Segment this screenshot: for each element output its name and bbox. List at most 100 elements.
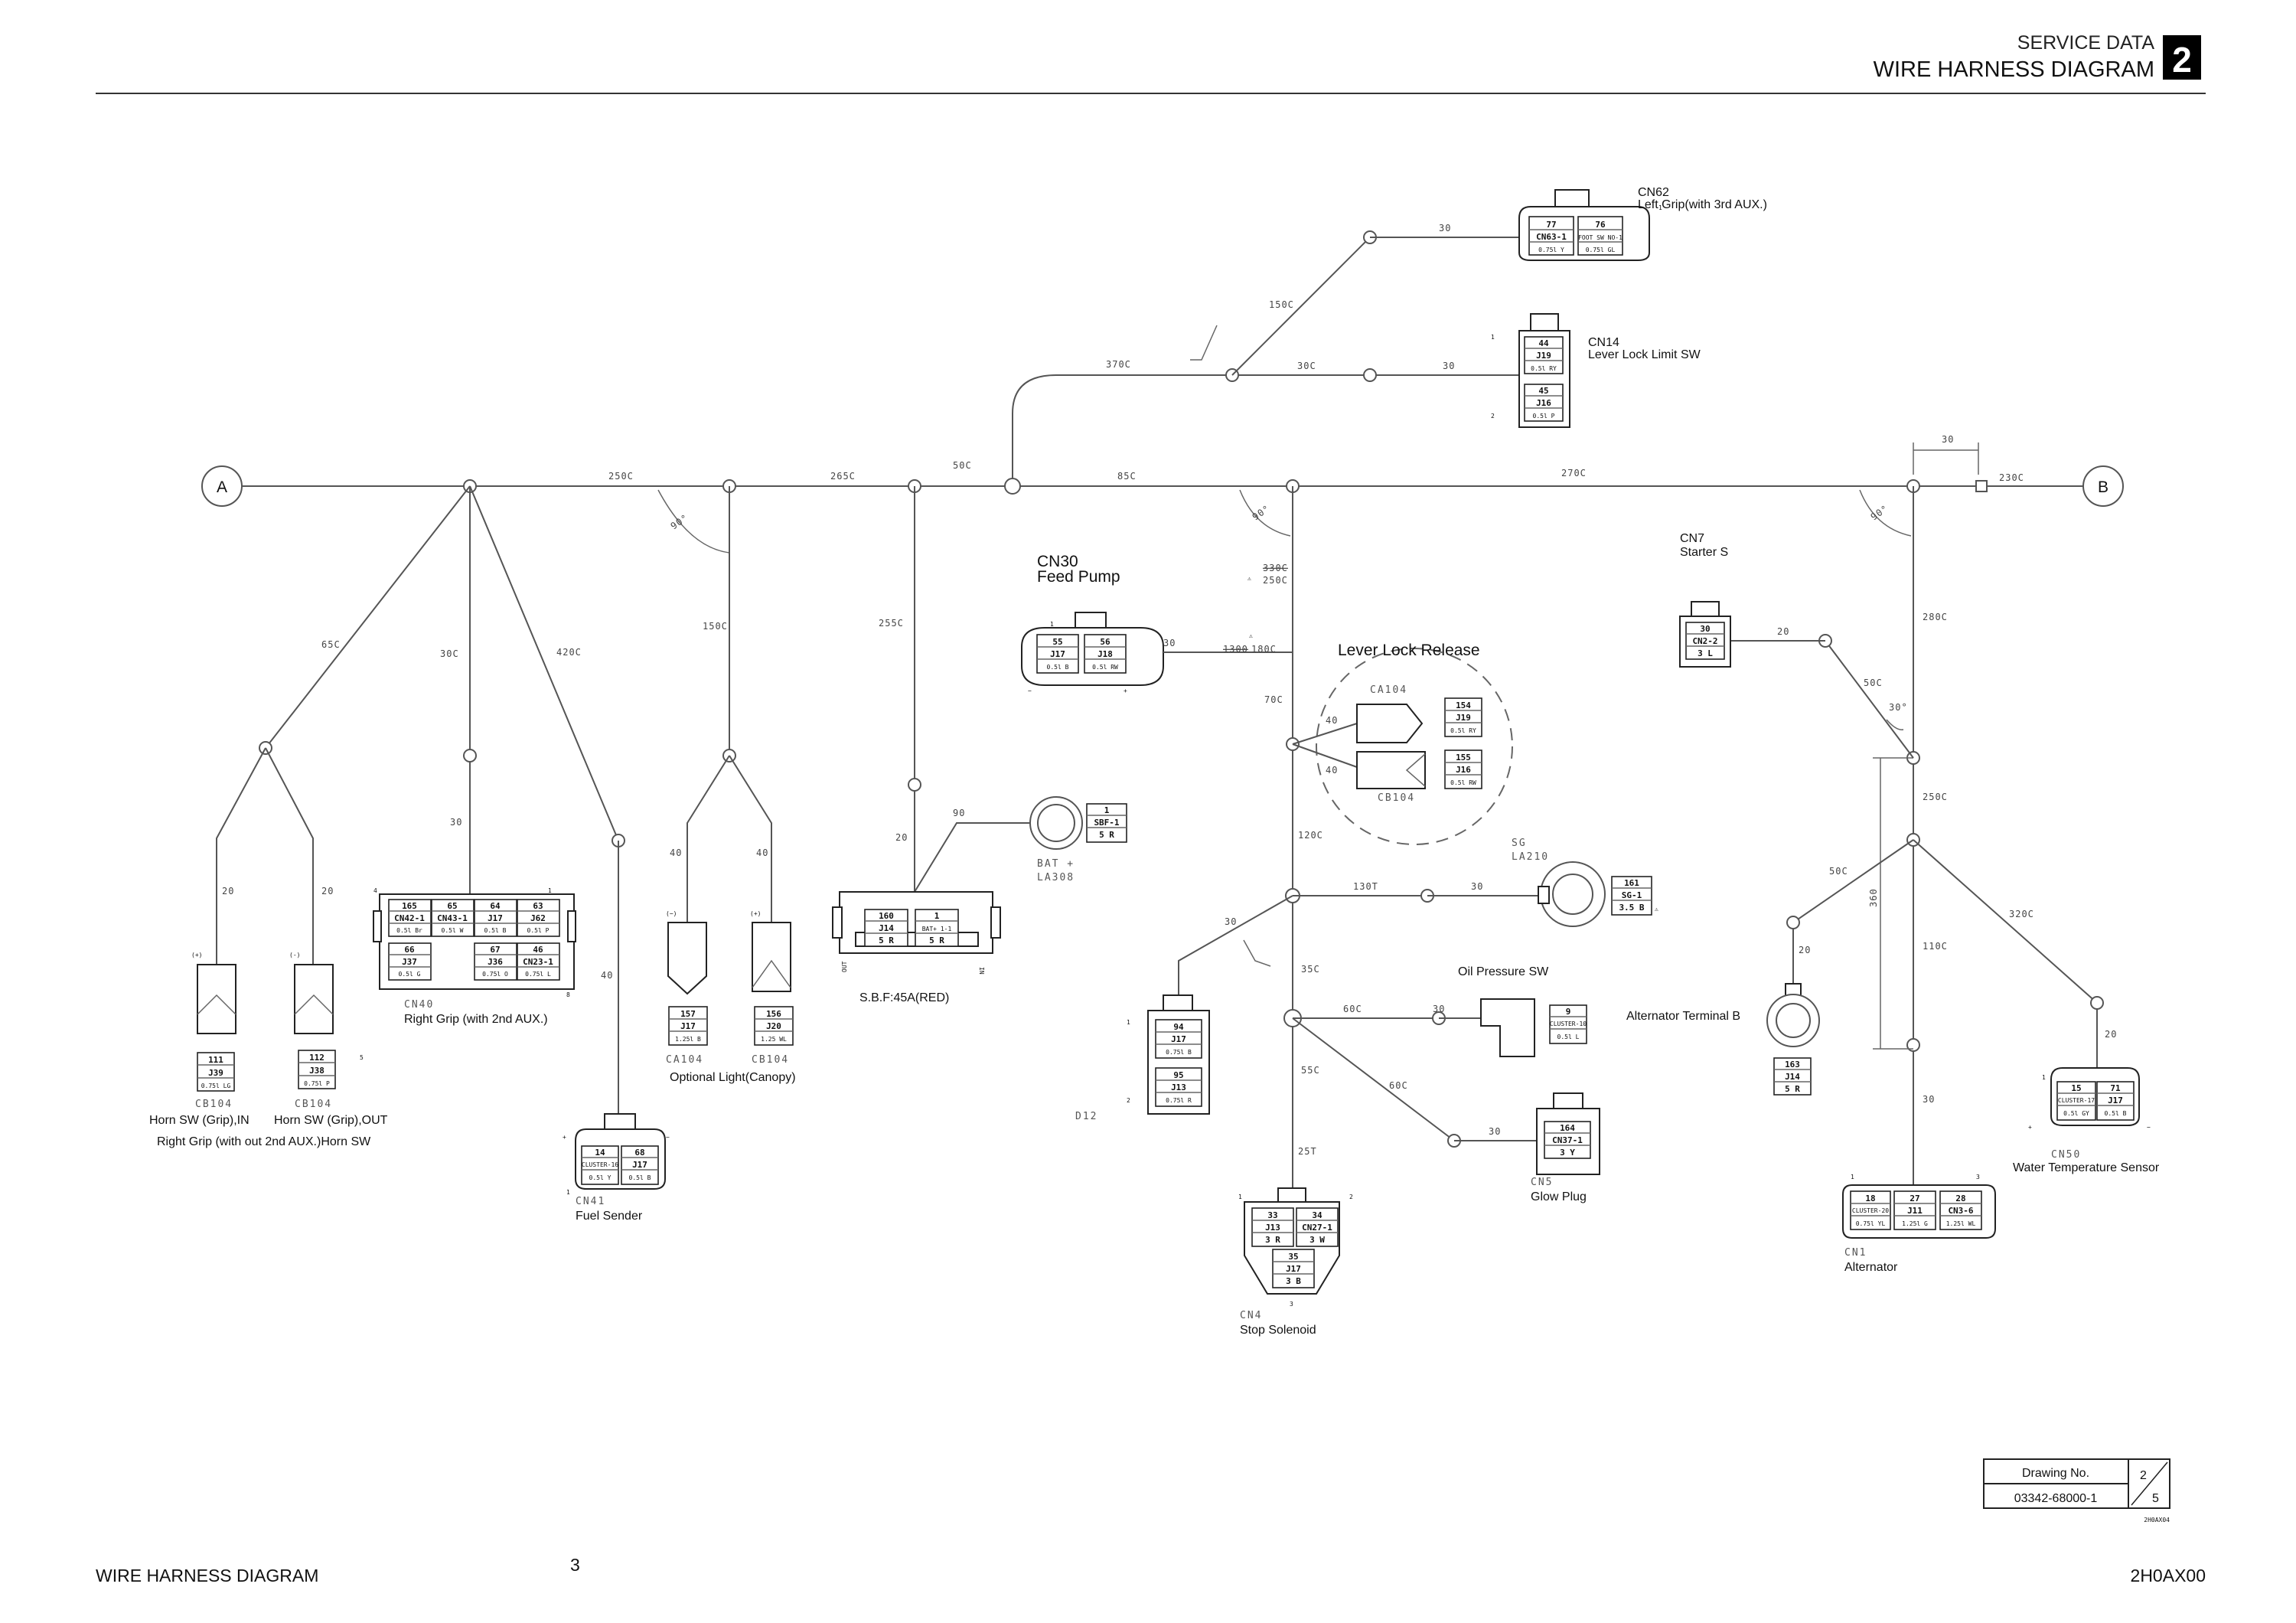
svg-text:3 L: 3 L [1698,648,1713,658]
svg-text:420C: 420C [556,647,582,658]
svg-text:5 R: 5 R [1099,830,1114,840]
svg-text:55C: 55C [1301,1065,1320,1076]
svg-text:+: + [563,1134,566,1141]
cn30-connector: 55 J17 0.5l B 56 J18 0.5l RW 1 − + 30 13… [1021,553,1293,694]
svg-text:30: 30 [1700,624,1710,634]
sheet-number: 2 [2140,1469,2147,1482]
svg-text:90°: 90° [1251,503,1272,523]
svg-text:360: 360 [1868,888,1879,907]
svg-text:0.5l P: 0.5l P [527,927,550,934]
main-trunk: A B 250C 265C 50C 85C 270C 230C 30 [201,434,2124,507]
svg-text:3.5 B: 3.5 B [1619,903,1644,913]
chapter-badge [2163,35,2201,80]
svg-text:CN37-1: CN37-1 [1552,1135,1583,1145]
svg-text:⚠: ⚠ [1655,906,1658,913]
svg-text:0.5l B: 0.5l B [629,1174,651,1181]
light-ca-code: CA104 [666,1054,703,1066]
sheet-total: 5 [2152,1492,2159,1505]
svg-text:71: 71 [2110,1083,2121,1093]
svg-text:CLUSTER-10: CLUSTER-10 [1550,1020,1587,1027]
svg-text:1.25 WL: 1.25 WL [761,1036,787,1043]
svg-text:2: 2 [1491,413,1495,420]
svg-text:85C: 85C [1117,471,1137,482]
svg-text:150C: 150C [1269,299,1294,310]
svg-text:J14: J14 [879,923,894,933]
svg-text:64: 64 [490,901,501,911]
cn4-name: Stop Solenoid [1240,1324,1316,1337]
horn-out-code: CB104 [295,1099,332,1110]
svg-text:14: 14 [595,1148,605,1158]
svg-text:27: 27 [1910,1194,1919,1203]
alt-b-name: Alternator Terminal B [1626,1010,1740,1023]
chapter-number: 2 [2172,40,2192,80]
svg-text:0.5l W: 0.5l W [442,927,464,934]
end-a-circle [201,465,243,507]
svg-text:20: 20 [321,886,334,896]
svg-text:J13: J13 [1171,1083,1186,1092]
svg-text:0.75l P: 0.75l P [304,1080,330,1087]
svg-text:0.75l O: 0.75l O [482,971,508,978]
cn14-code: CN14 [1588,336,1619,349]
svg-text:40: 40 [601,970,613,981]
svg-text:34: 34 [1312,1210,1322,1220]
svg-text:370C: 370C [1106,359,1131,370]
svg-text:CN2-2: CN2-2 [1692,636,1717,646]
svg-text:3: 3 [1976,1174,1980,1181]
svg-text:0.5l RW: 0.5l RW [1092,664,1118,671]
svg-text:120C: 120C [1298,830,1323,841]
svg-text:1: 1 [1491,334,1495,341]
svg-text:J16: J16 [1536,398,1551,408]
svg-text:J19: J19 [1456,713,1471,723]
svg-text:0.5l RY: 0.5l RY [1531,365,1557,372]
cn1-name: Alternator [1844,1261,1898,1274]
svg-text:(−): (−) [666,910,677,917]
svg-text:1: 1 [548,887,552,894]
svg-text:2: 2 [1349,1194,1353,1200]
sg-sender: 161 SG-1 3.5 B ⚠ SG LA210 [1512,838,1658,927]
svg-text:330C: 330C [1263,563,1288,573]
svg-text:40: 40 [670,847,682,858]
svg-text:1.25l WL: 1.25l WL [1946,1220,1976,1227]
svg-text:(-): (-) [289,952,300,958]
svg-text:110C: 110C [1923,941,1948,952]
svg-text:3: 3 [1290,1301,1293,1308]
svg-text:CLUSTER-16: CLUSTER-16 [582,1161,618,1168]
svg-text:0.5l RY: 0.5l RY [1450,727,1476,734]
drawing-number: 03342-68000-1 [2014,1492,2098,1505]
svg-text:20: 20 [1777,626,1789,637]
cn1-connector: 18 CLUSTER-20 0.75l YL 27 J11 1.25l G 28… [1842,1174,1996,1274]
svg-text:4: 4 [373,887,377,894]
svg-text:J38: J38 [309,1066,325,1076]
svg-text:1: 1 [934,911,940,921]
svg-text:55: 55 [1052,637,1062,647]
svg-text:60C: 60C [1389,1080,1408,1091]
svg-text:0.5l G: 0.5l G [399,971,421,978]
cn30-code: CN30 [1037,553,1078,570]
svg-text:30: 30 [450,817,462,828]
svg-text:1: 1 [1127,1019,1130,1026]
bat-line1: BAT + [1037,858,1075,870]
oil-name: Oil Pressure SW [1458,965,1549,978]
svg-text:68: 68 [634,1148,644,1158]
svg-text:230C: 230C [1999,472,2024,483]
svg-text:J11: J11 [1907,1206,1923,1216]
cn4-code: CN4 [1240,1310,1262,1321]
svg-text:8: 8 [566,991,570,998]
cn7-code: CN7 [1680,532,1704,545]
svg-text:0.5l B: 0.5l B [2105,1110,2127,1117]
sg-line2: LA210 [1512,851,1549,863]
svg-text:SG-1: SG-1 [1622,890,1642,900]
horn-sw-in: (+) 111 J39 0.75l LG CB104 Horn SW (Grip… [149,952,249,1127]
svg-text:25T: 25T [1298,1146,1317,1157]
svg-text:0.75l L: 0.75l L [525,971,551,978]
cn5-connector: 164 CN37-1 3 Y CN5 Glow Plug [1531,1092,1600,1203]
svg-text:67: 67 [490,945,500,955]
svg-text:1: 1 [1104,805,1110,815]
sg-line1: SG [1512,838,1527,849]
cn50-name: Water Temperature Sensor [2013,1161,2160,1174]
cn62-connector: 77 CN63-1 0.75l Y 76 FOOT SW NO-1 0.75l … [1518,186,1767,261]
cn50-connector: 15 CLUSTER-17 0.5l GY 71 J17 0.5l B 1 + … [2013,1067,2160,1174]
cn7-connector: 30 CN2-2 3 L CN7 Starter S [1679,532,1731,668]
svg-text:0.75l Y: 0.75l Y [1538,247,1564,253]
svg-text:0.75l LG: 0.75l LG [201,1083,231,1089]
